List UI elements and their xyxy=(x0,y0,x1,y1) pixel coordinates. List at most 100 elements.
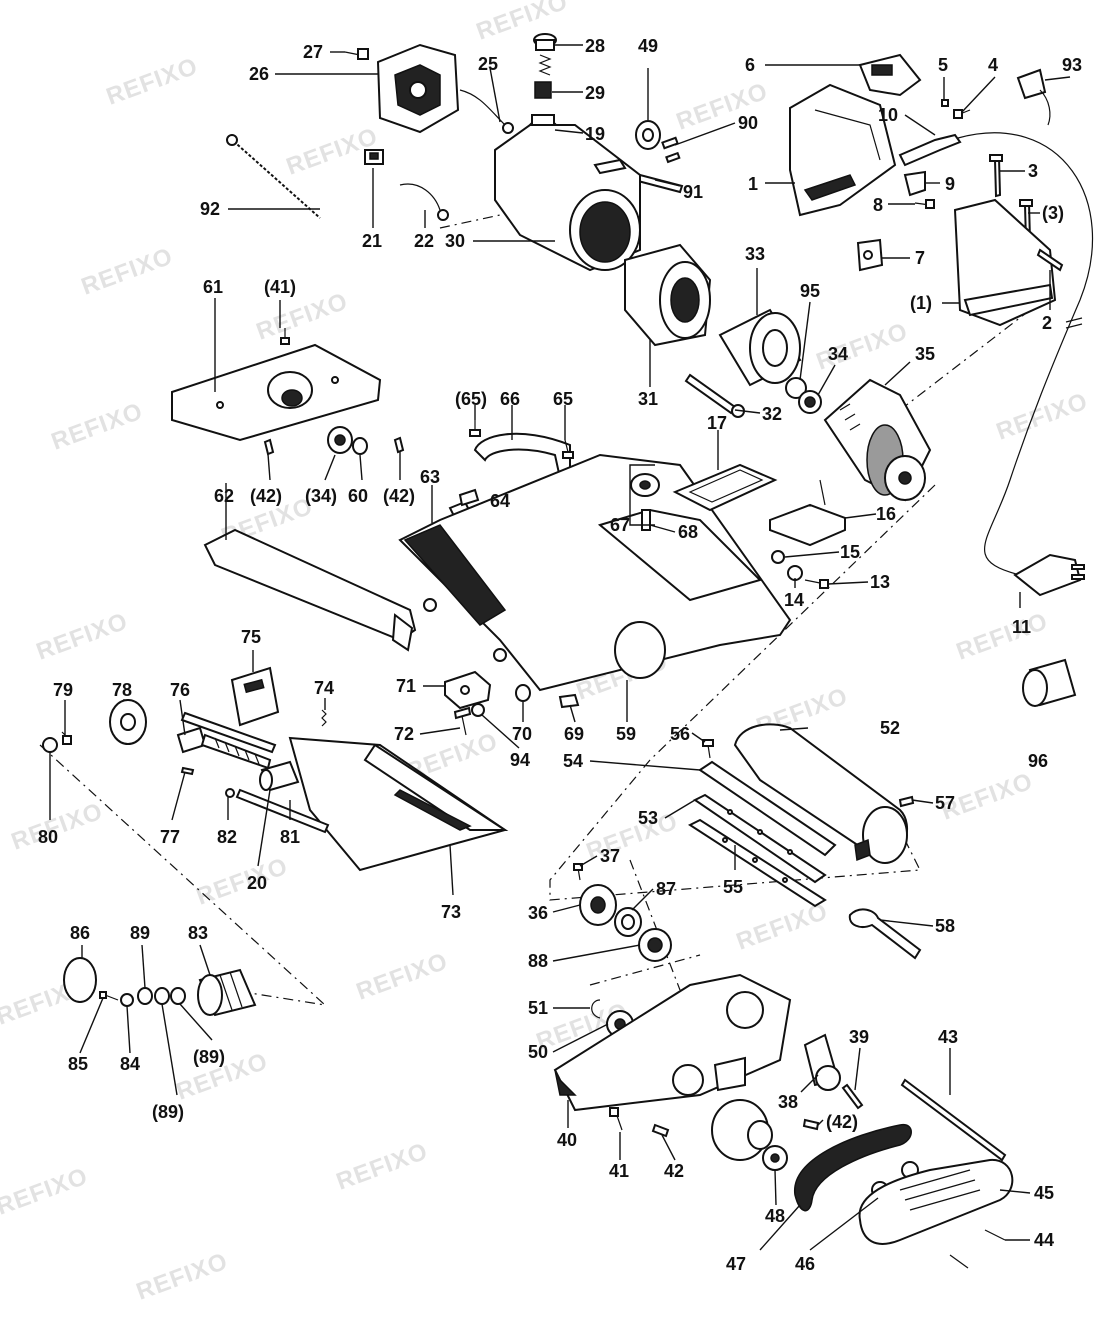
screw-13 xyxy=(804,579,829,589)
screw-41-alt xyxy=(280,328,290,345)
part-label: 36 xyxy=(528,903,548,923)
wrench-58 xyxy=(848,908,922,960)
pin-57 xyxy=(898,795,915,808)
part-label: 79 xyxy=(53,680,73,700)
part-label: 33 xyxy=(745,244,765,264)
blade-clamp-54 xyxy=(698,760,837,857)
bearing-34-alt xyxy=(327,426,353,454)
part-label: 16 xyxy=(876,504,896,524)
part-label: 60 xyxy=(348,486,368,506)
part-label: 65 xyxy=(553,389,573,409)
circlip-51 xyxy=(591,999,601,1019)
part-label: 62 xyxy=(214,486,234,506)
watermark: REFIXO xyxy=(48,398,147,456)
part-label: 90 xyxy=(738,113,758,133)
part-label: 9 xyxy=(945,174,955,194)
part-label: (65) xyxy=(455,389,487,409)
part-label: (42) xyxy=(383,486,415,506)
washer-60 xyxy=(352,437,368,455)
washer-89 xyxy=(137,987,186,1005)
screw-3 xyxy=(989,154,1003,198)
watermark: REFIXO xyxy=(0,1163,92,1221)
gear-housing-40 xyxy=(553,973,792,1112)
screw-44 xyxy=(949,1229,1006,1269)
bearing-34 xyxy=(798,390,822,414)
part-label: 81 xyxy=(280,827,300,847)
part-label: 22 xyxy=(414,231,434,251)
screw-79 xyxy=(61,731,72,745)
sleeve-20 xyxy=(259,760,300,792)
part-label: 63 xyxy=(420,467,440,487)
part-label: 69 xyxy=(564,724,584,744)
screw-5 xyxy=(941,99,949,107)
part-label: 67 xyxy=(610,515,630,535)
part-label: (1) xyxy=(910,293,932,313)
part-label: 86 xyxy=(70,923,90,943)
part-label: (34) xyxy=(305,486,337,506)
washer-70 xyxy=(515,684,531,702)
part-label: 45 xyxy=(1034,1183,1054,1203)
part-label: 38 xyxy=(778,1092,798,1112)
nut-15 xyxy=(771,550,785,564)
part-label: 13 xyxy=(870,572,890,592)
parts xyxy=(42,33,1094,1269)
part-label: 47 xyxy=(726,1254,746,1274)
screw-56 xyxy=(702,739,714,759)
screw-2 xyxy=(1036,248,1064,272)
part-label: 42 xyxy=(664,1161,684,1181)
part-label: 17 xyxy=(707,413,727,433)
plug-96 xyxy=(1022,658,1077,707)
washer-94 xyxy=(471,703,485,717)
watermark: REFIXO xyxy=(333,1138,432,1196)
plate-55 xyxy=(687,818,827,908)
brush-29 xyxy=(534,54,552,99)
watermark: REFIXO xyxy=(353,948,452,1006)
part-label: 29 xyxy=(585,83,605,103)
screw-4 xyxy=(953,109,971,119)
watermark: REFIXO xyxy=(33,608,132,666)
bushing-49 xyxy=(635,120,661,150)
wire-25 xyxy=(459,89,514,134)
pin-90 xyxy=(661,136,681,164)
part-label: (3) xyxy=(1042,203,1064,223)
part-label: 61 xyxy=(203,277,223,297)
part-label: 57 xyxy=(935,793,955,813)
part-label: 55 xyxy=(723,877,743,897)
part-label: 11 xyxy=(1012,617,1031,637)
screw-65-alt xyxy=(469,420,481,437)
watermark: REFIXO xyxy=(733,898,832,956)
part-label: 51 xyxy=(528,998,548,1018)
rod-43 xyxy=(900,1078,1007,1162)
part-label: 74 xyxy=(314,678,334,698)
clamp-7 xyxy=(856,238,884,272)
part-label: 35 xyxy=(915,344,935,364)
part-label: 43 xyxy=(938,1027,958,1047)
brush-box-16 xyxy=(769,479,846,547)
part-label: 8 xyxy=(873,195,883,215)
ring-33 xyxy=(718,308,802,387)
part-label: 49 xyxy=(638,36,658,56)
part-label: 21 xyxy=(362,231,382,251)
pin-91 xyxy=(636,173,684,194)
part-label: 31 xyxy=(638,389,658,409)
part-label: 58 xyxy=(935,916,955,936)
watermark: REFIXO xyxy=(193,853,292,911)
part-label: 10 xyxy=(878,105,898,125)
part-label: 6 xyxy=(745,55,755,75)
brush-93 xyxy=(1016,68,1051,126)
screw-37 xyxy=(573,863,583,881)
part-label: (89) xyxy=(152,1102,184,1122)
part-label: 7 xyxy=(915,248,925,268)
front-handle-66 xyxy=(473,432,571,480)
part-label: 89 xyxy=(130,923,150,943)
part-label: (42) xyxy=(250,486,282,506)
depth-knob-83 xyxy=(197,968,257,1017)
part-label: 5 xyxy=(938,55,948,75)
pulley-38 xyxy=(803,1033,841,1091)
part-label: 14 xyxy=(784,590,804,610)
pin-42-c xyxy=(802,1118,820,1131)
screw-39 xyxy=(841,1083,864,1110)
part-label: 92 xyxy=(200,199,220,219)
gear-cover-61 xyxy=(171,343,382,442)
washer-14 xyxy=(787,565,803,581)
